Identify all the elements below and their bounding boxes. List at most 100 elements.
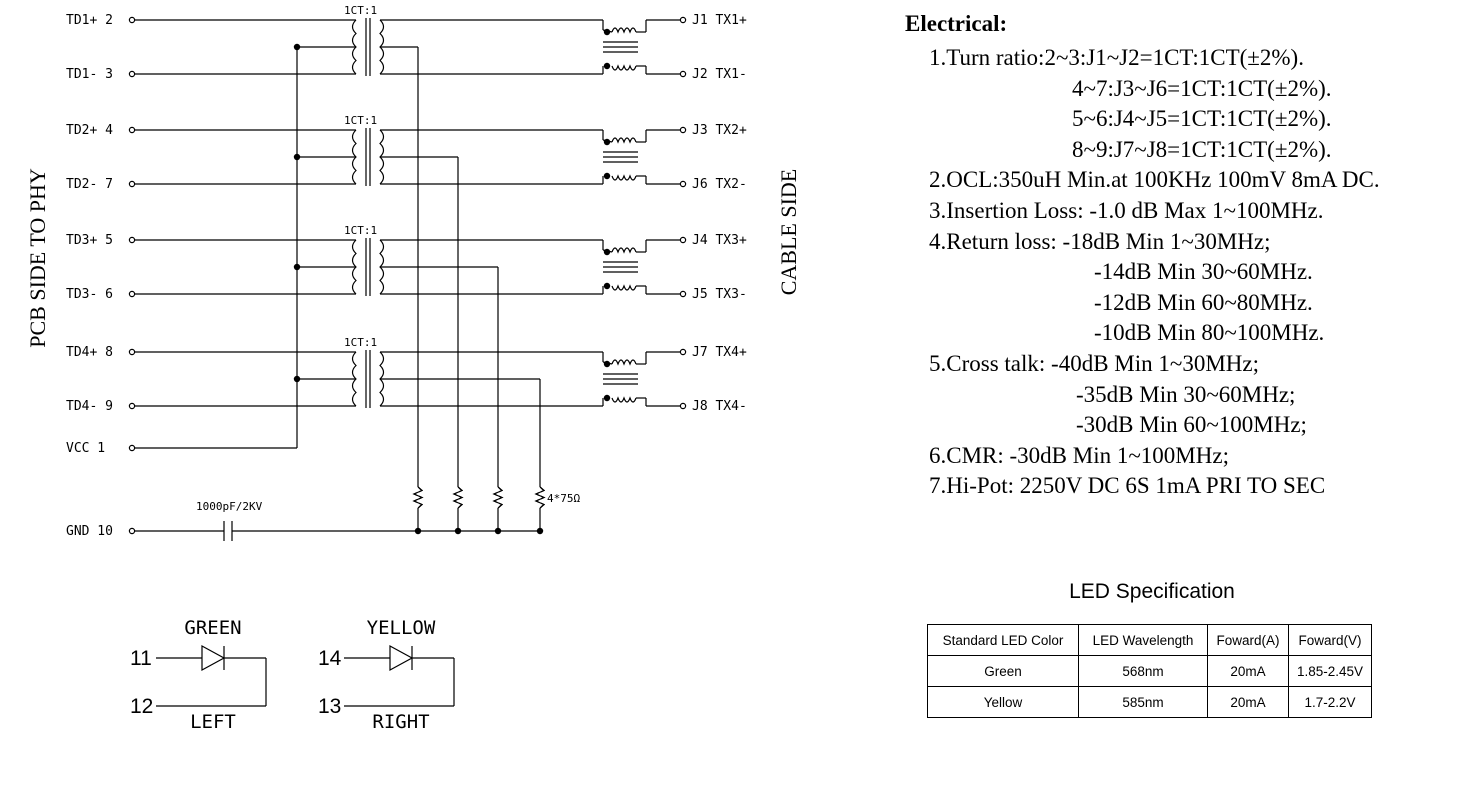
junction-dot: [603, 248, 611, 256]
led-yellow-color-label: YELLOW: [367, 617, 436, 639]
spec-line-return-loss-4: -10dB Min 80~100MHz.: [1094, 320, 1325, 346]
pin-label-minus: TD1- 3: [66, 67, 113, 82]
gnd-terminal: [128, 527, 136, 535]
diode-triangle: [201, 644, 226, 672]
output-label-minus: J2 TX1-: [692, 67, 747, 82]
led-green-pin-b: 12: [130, 695, 153, 718]
pin-label-plus: TD4+ 8: [66, 345, 113, 360]
electrical-title: Electrical:: [905, 11, 1008, 36]
resistor-gap: [539, 487, 541, 508]
output-terminal-plus: [679, 16, 687, 24]
transformer-ratio-label: 1CT:1: [344, 114, 377, 127]
resistor: [412, 486, 424, 509]
choke-coil-bottom: [611, 64, 637, 71]
spec-line-turn-ratio: 1.Turn ratio:2~3:J1~J2=1CT:1CT(±2%).: [929, 45, 1304, 70]
table-header-cell: Standard LED Color: [927, 624, 1079, 656]
junction-dot: [603, 394, 611, 402]
pin-terminal-plus: [128, 348, 136, 356]
pcb-side-label: PCB SIDE TO PHY: [25, 168, 50, 348]
pin-terminal-plus: [128, 16, 136, 24]
junction-dot: [603, 360, 611, 368]
output-terminal-plus: [679, 236, 687, 244]
table-cell: 1.85-2.45V: [1288, 655, 1372, 687]
spec-line-cross-talk-3: -30dB Min 60~100MHz;: [1076, 412, 1307, 438]
table-header-row: Standard LED Color LED Wavelength Foward…: [927, 624, 1372, 656]
spec-line-hipot: 7.Hi-Pot: 2250V DC 6S 1mA PRI TO SEC: [929, 473, 1326, 499]
resistor-label: 4*75Ω: [547, 492, 580, 505]
led-yellow-pin-b: 13: [318, 695, 341, 718]
junction-dot: [454, 527, 462, 535]
led-spec-table: Standard LED Color LED Wavelength Foward…: [927, 624, 1372, 718]
output-terminal-minus: [679, 180, 687, 188]
resistor: [534, 486, 546, 509]
output-label-plus: J1 TX1+: [692, 13, 747, 28]
junction-dot: [603, 282, 611, 290]
choke-coil-bottom: [611, 284, 637, 291]
spec-line-turn-ratio-4: 8~9:J7~J8=1CT:1CT(±2%).: [1072, 136, 1332, 162]
spec-line-return-loss-2: -14dB Min 30~60MHz.: [1094, 259, 1313, 285]
resistor-gap: [457, 487, 459, 508]
junction-dot: [603, 62, 611, 70]
junction-dot: [293, 375, 301, 383]
diode-triangle: [389, 644, 414, 672]
led-yellow-pin-a: 14: [318, 647, 342, 670]
table-header-cell: Foward(V): [1288, 624, 1372, 656]
table-cell: Yellow: [927, 686, 1079, 718]
output-label-plus: J4 TX3+: [692, 233, 747, 248]
pin-label-minus: TD4- 9: [66, 399, 113, 414]
choke-coil-top: [611, 27, 637, 34]
spec-line-turn-ratio-3: 5~6:J4~J5=1CT:1CT(±2%).: [1072, 106, 1332, 132]
output-label-plus: J7 TX4+: [692, 345, 747, 360]
pin-label-plus: TD2+ 4: [66, 123, 113, 138]
junction-dot: [293, 263, 301, 271]
pin-label-plus: TD1+ 2: [66, 13, 113, 28]
junction-dot: [293, 153, 301, 161]
output-label-minus: J5 TX3-: [692, 287, 747, 302]
vcc-label: VCC 1: [66, 441, 105, 456]
output-label-minus: J8 TX4-: [692, 399, 747, 414]
cable-side-label: CABLE SIDE: [776, 169, 801, 296]
choke-coil-top: [611, 247, 637, 254]
resistor: [452, 486, 464, 509]
pin-label-minus: TD3- 6: [66, 287, 113, 302]
table-cell: 20mA: [1207, 686, 1289, 718]
output-label-minus: J6 TX2-: [692, 177, 747, 192]
table-cell: 1.7-2.2V: [1288, 686, 1372, 718]
junction-dot: [494, 527, 502, 535]
transformer-ratio-label: 1CT:1: [344, 4, 377, 17]
pin-terminal-minus: [128, 290, 136, 298]
electrical-spec: Electrical: 1.Turn ratio:2~3:J1~J2=1CT:1…: [905, 10, 1475, 502]
junction-dot: [603, 28, 611, 36]
pin-label-plus: TD3+ 5: [66, 233, 113, 248]
transformer-ratio-label: 1CT:1: [344, 224, 377, 237]
table-cell: 568nm: [1078, 655, 1208, 687]
vcc-terminal: [128, 444, 136, 452]
spec-line-cross-talk-2: -35dB Min 30~60MHz;: [1076, 381, 1296, 407]
table-cell: Green: [927, 655, 1079, 687]
table-cell: 20mA: [1207, 655, 1289, 687]
resistor-gap: [497, 487, 499, 508]
junction-dot: [536, 527, 544, 535]
output-label-plus: J3 TX2+: [692, 123, 747, 138]
pin-terminal-minus: [128, 402, 136, 410]
capacitor-label: 1000pF/2KV: [196, 500, 263, 513]
table-row: Green 568nm 20mA 1.85-2.45V: [927, 655, 1372, 687]
spec-line-return-loss: 4.Return loss: -18dB Min 1~30MHz;: [929, 228, 1271, 254]
output-terminal-plus: [679, 348, 687, 356]
led-green-pin-a: 11: [130, 647, 152, 670]
pin-label-minus: TD2- 7: [66, 177, 113, 192]
transformer-ratio-label: 1CT:1: [344, 336, 377, 349]
table-row: Yellow 585nm 20mA 1.7-2.2V: [927, 686, 1372, 718]
pin-terminal-plus: [128, 236, 136, 244]
choke-coil-top: [611, 359, 637, 366]
junction-dot: [603, 172, 611, 180]
choke-coil-bottom: [611, 396, 637, 403]
led-spec-section: LED Specification Standard LED Color LED…: [927, 580, 1377, 718]
table-header-cell: Foward(A): [1207, 624, 1289, 656]
pin-terminal-plus: [128, 126, 136, 134]
output-terminal-plus: [679, 126, 687, 134]
led-green-position-label: LEFT: [190, 711, 236, 733]
spec-line-cmr: 6.CMR: -30dB Min 1~100MHz;: [929, 442, 1229, 468]
output-terminal-minus: [679, 402, 687, 410]
table-header-cell: LED Wavelength: [1078, 624, 1208, 656]
